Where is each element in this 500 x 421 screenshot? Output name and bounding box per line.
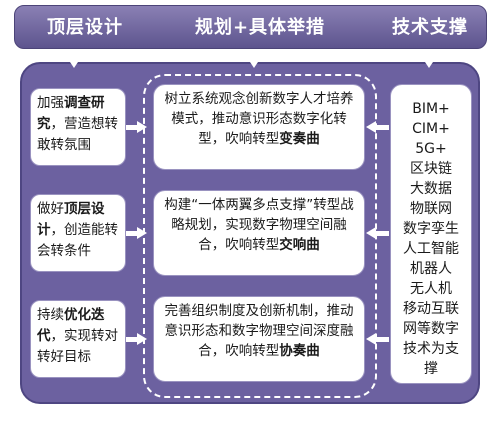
arrow-stem-2 — [126, 231, 138, 236]
tech-line: 无人机 — [410, 281, 452, 297]
middle-box-symphony: 构建“一体两翼多点支撑”转型战略规划，实现数字物理空间融合，吹响转型交响曲 — [153, 190, 365, 276]
tech-line: BIM+ — [412, 101, 450, 117]
header-tech-support: 技术支撑 — [392, 17, 468, 38]
left-arrow-1-icon — [366, 121, 376, 133]
middle-box-1-text: 树立系统观念创新数字人才培养模式，推动意识形态数字化转型，吹响转型 — [164, 91, 354, 147]
tech-line: 撑 — [424, 361, 438, 377]
left-arrow-3-icon — [366, 333, 376, 345]
middle-box-2-em: 交响曲 — [279, 237, 320, 253]
down-arrow-right-icon — [421, 56, 437, 68]
tech-line: CIM+ — [412, 121, 450, 137]
left-box-3-pre: 持续 — [37, 307, 64, 323]
tech-line: 人工智能 — [403, 241, 459, 257]
tech-line: 移动互联 — [403, 301, 459, 317]
tech-line: 机器人 — [410, 261, 452, 277]
measures-container — [143, 74, 377, 398]
tech-line: 技术为支 — [403, 341, 459, 357]
header-bar: 顶层设计 规划+具体举措 技术支撑 — [14, 5, 487, 49]
left-box-optimize: 持续优化迭代，实现转对转好目标 — [30, 300, 126, 378]
left-arrow-2-icon — [366, 227, 376, 239]
right-arrow-1-icon — [137, 121, 147, 133]
tech-support-box: BIM+ CIM+ 5G+ 区块链 大数据 物联网 数字孪生 人工智能 机器人 … — [390, 84, 472, 384]
down-arrow-stem-right — [425, 49, 433, 57]
left-box-2-pre: 做好 — [37, 201, 64, 217]
down-arrow-stem-center — [250, 49, 258, 57]
down-arrow-stem-left — [70, 49, 78, 57]
left-box-3-post: ，实现转对转好目标 — [37, 328, 118, 365]
tech-line: 数字孪生 — [403, 221, 459, 237]
middle-box-variation: 树立系统观念创新数字人才培养模式，推动意识形态数字化转型，吹响转型变奏曲 — [153, 84, 365, 170]
down-arrow-left-icon — [66, 56, 82, 68]
middle-box-concerto: 完善组织制度及创新机制，推动意识形态和数字物理空间深度融合，吹响转型协奏曲 — [153, 296, 365, 382]
left-box-1-pre: 加强 — [37, 95, 64, 111]
down-arrow-center-icon — [246, 56, 262, 68]
left-box-3-bold: 优化迭代 — [37, 307, 105, 344]
left-box-2-post: ，创造能转会转条件 — [37, 222, 118, 259]
tech-line: 区块链 — [410, 161, 452, 177]
arrow-stem-5 — [375, 231, 389, 236]
header-top-level-design: 顶层设计 — [47, 17, 123, 38]
tech-line: 5G+ — [415, 141, 447, 157]
middle-box-2-text: 构建“一体两翼多点支撑”转型战略规划，实现数字物理空间融合，吹响转型 — [164, 197, 354, 253]
right-arrow-3-icon — [137, 333, 147, 345]
left-box-design: 做好顶层设计，创造能转会转条件 — [30, 194, 126, 272]
header-planning-measures: 规划+具体举措 — [194, 17, 326, 38]
arrow-stem-3 — [126, 337, 138, 342]
left-box-1-post: ，营造想转敢转氛围 — [37, 116, 118, 153]
tech-line: 网等数字 — [403, 321, 459, 337]
left-box-research: 加强调查研究，营造想转敢转氛围 — [30, 88, 126, 166]
tech-line: 大数据 — [410, 181, 452, 197]
middle-box-3-text: 完善组织制度及创新机制，推动意识形态和数字物理空间深度融合，吹响转型 — [164, 303, 354, 359]
left-box-1-bold: 调查研究 — [37, 95, 105, 132]
right-arrow-2-icon — [137, 227, 147, 239]
middle-box-1-em: 变奏曲 — [279, 131, 320, 147]
tech-line: 物联网 — [410, 201, 452, 217]
arrow-stem-6 — [375, 337, 389, 342]
left-box-2-bold: 顶层设计 — [37, 201, 105, 238]
middle-box-3-em: 协奏曲 — [279, 343, 320, 359]
arrow-stem-4 — [375, 125, 389, 130]
arrow-stem-1 — [126, 125, 138, 130]
